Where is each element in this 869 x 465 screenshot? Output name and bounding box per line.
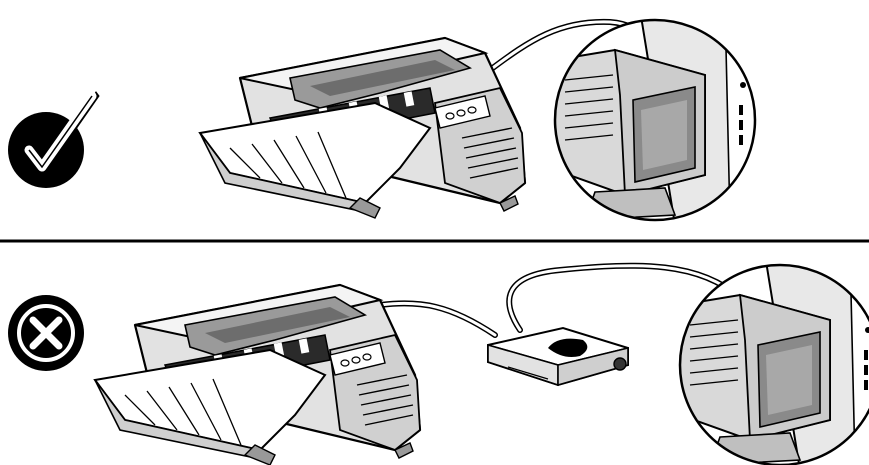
switch-box — [487, 327, 629, 386]
computer — [680, 240, 869, 465]
printer — [198, 36, 527, 220]
printer — [93, 283, 422, 465]
x-mark-icon — [8, 295, 84, 371]
computer — [555, 0, 773, 225]
panel-incorrect — [8, 240, 869, 465]
checkmark-icon — [8, 91, 100, 188]
panel-correct — [8, 0, 773, 225]
